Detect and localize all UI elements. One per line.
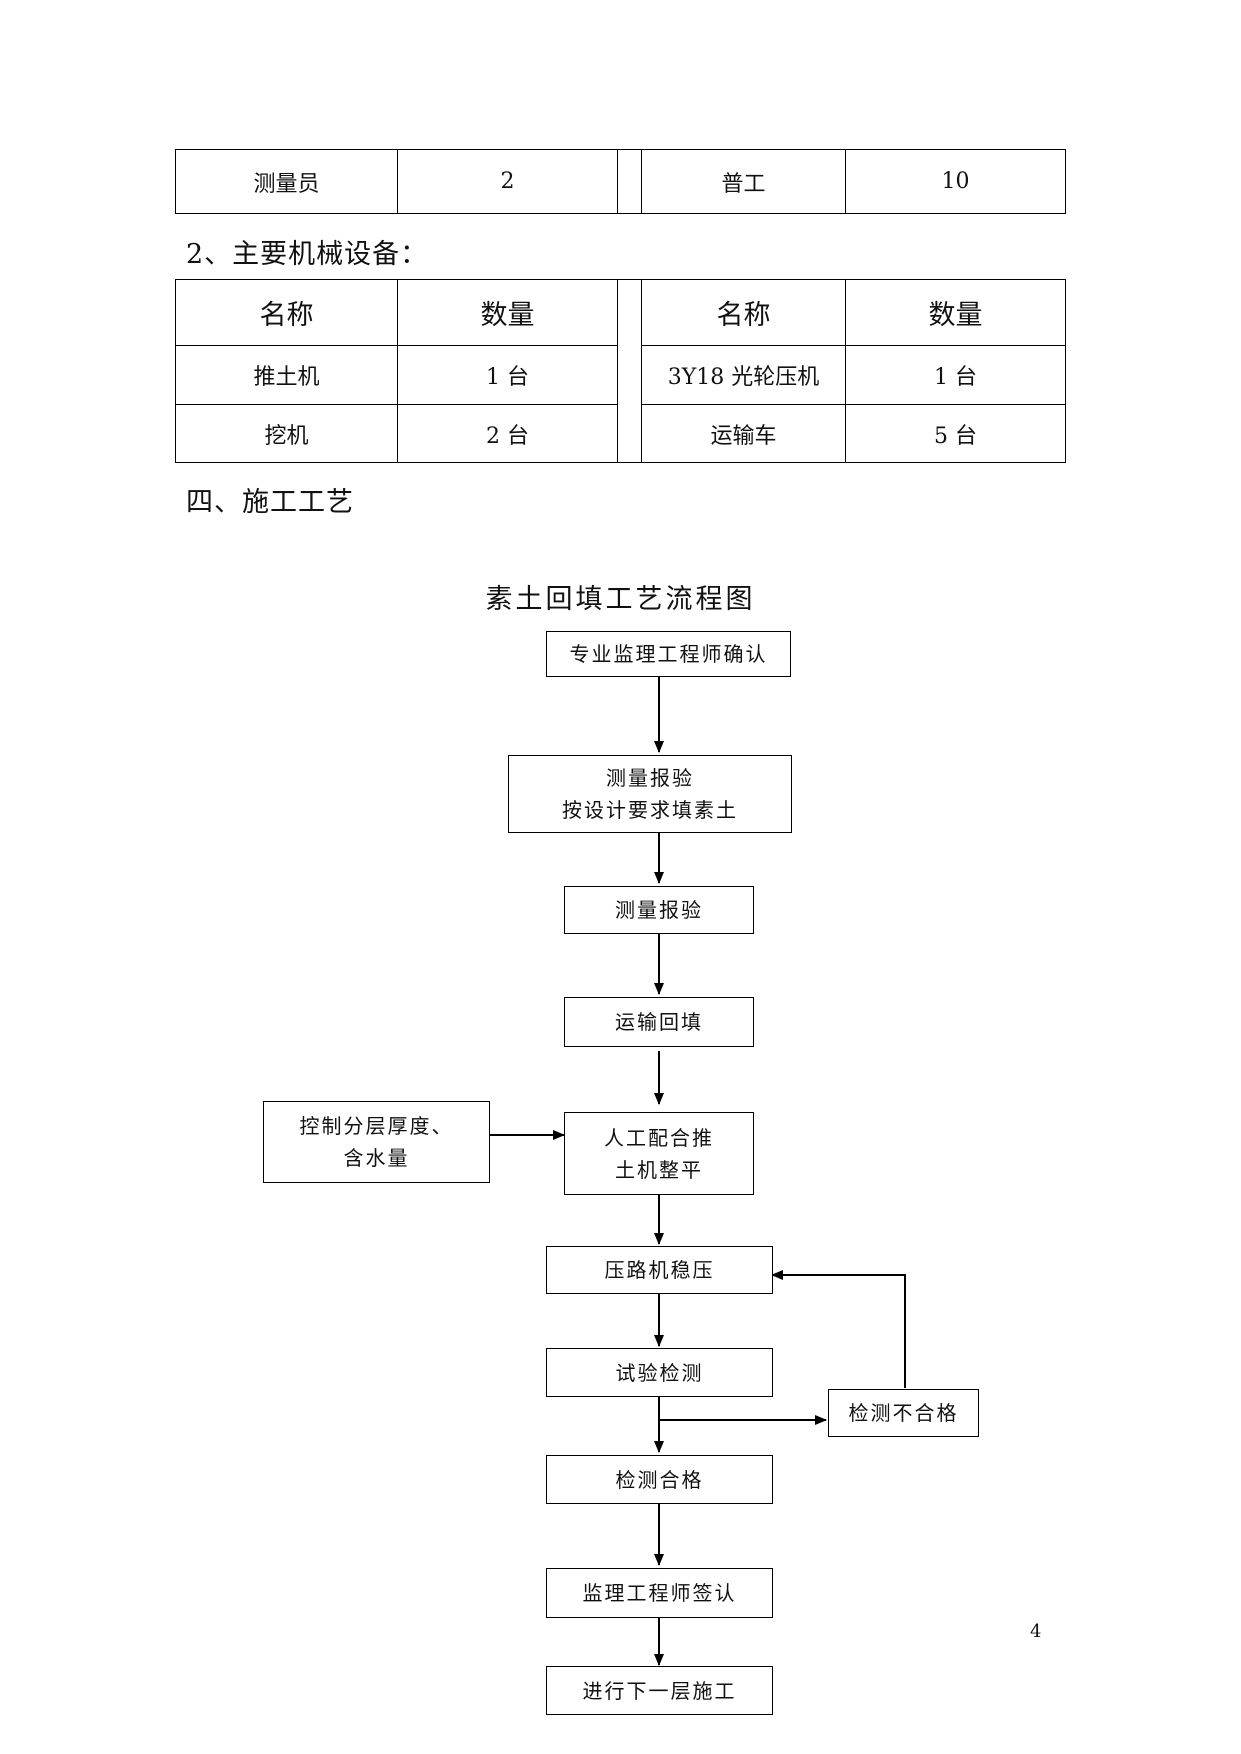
- table-row: 测量员 2 普工 10: [175, 149, 1066, 214]
- table-cell: 2: [397, 149, 618, 214]
- table-row: 推土机 1 台 3Y18 光轮压机 1 台: [175, 345, 1066, 405]
- flow-node-manual-level: 人工配合推 土机整平: [564, 1112, 754, 1195]
- flow-node-engineer-sign: 监理工程师签认: [546, 1568, 773, 1618]
- table-cell: 10: [845, 149, 1066, 214]
- personnel-table: 测量员 2 普工 10: [175, 149, 1066, 214]
- column-header: 名称: [175, 279, 398, 346]
- flow-node-text: 测量报验: [615, 898, 703, 922]
- flow-node-text: 运输回填: [615, 1010, 703, 1034]
- flow-node-text: 试验检测: [615, 1360, 704, 1385]
- flow-node-inspect-fail: 检测不合格: [828, 1389, 979, 1437]
- column-header: 数量: [397, 279, 618, 346]
- table-cell: 挖机: [175, 404, 398, 463]
- table-cell: 1 台: [397, 345, 618, 405]
- table-cell: 测量员: [175, 149, 398, 214]
- table-cell: 普工: [641, 149, 846, 214]
- flow-node-text: 检测不合格: [848, 1401, 959, 1425]
- flow-node-survey-report: 测量报验: [564, 886, 754, 934]
- table-cell: 3Y18 光轮压机: [641, 345, 846, 405]
- flow-node-text: 控制分层厚度、: [299, 1114, 454, 1138]
- flow-node-supervisor-confirm: 专业监理工程师确认: [546, 631, 791, 677]
- flow-node-text: 按设计要求填素土: [562, 798, 738, 822]
- column-header: 名称: [641, 279, 846, 346]
- table-row: 挖机 2 台 运输车 5 台: [175, 404, 1066, 463]
- equipment-heading: 2、主要机械设备：: [186, 239, 429, 270]
- table-cell: 5 台: [845, 404, 1066, 463]
- table-cell: 2 台: [397, 404, 618, 463]
- equipment-table: 名称 数量 名称 数量 推土机 1 台 3Y18 光轮压机 1 台 挖机 2 台…: [175, 279, 1066, 463]
- table-header-row: 名称 数量 名称 数量: [175, 279, 1066, 463]
- flow-node-inspect-pass: 检测合格: [546, 1455, 773, 1504]
- feedback-connector: [771, 1270, 906, 1388]
- flowchart-title: 素土回填工艺流程图: [485, 584, 756, 615]
- flow-node-text: 含水量: [343, 1146, 410, 1170]
- flow-node-roller-compact: 压路机稳压: [546, 1246, 773, 1294]
- flow-node-control-layer: 控制分层厚度、 含水量: [263, 1101, 490, 1183]
- flow-node-text: 土机整平: [615, 1157, 703, 1182]
- flow-node-text: 测量报验: [606, 766, 694, 790]
- column-header: 数量: [845, 279, 1066, 346]
- flow-node-text: 监理工程师签认: [582, 1581, 737, 1605]
- table-cell: 推土机: [175, 345, 398, 405]
- flow-node-text: 人工配合推: [604, 1125, 714, 1150]
- flow-node-survey-fill: 测量报验 按设计要求填素土: [508, 755, 792, 833]
- flow-node-text: 压路机稳压: [604, 1258, 715, 1282]
- flow-node-next-layer: 进行下一层施工: [546, 1666, 773, 1715]
- flow-node-text: 进行下一层施工: [582, 1678, 737, 1703]
- flow-node-text: 专业监理工程师确认: [569, 642, 768, 666]
- table-cell: 运输车: [641, 404, 846, 463]
- process-heading: 四、施工工艺: [186, 487, 354, 518]
- flow-node-test-inspect: 试验检测: [546, 1348, 773, 1397]
- page-number: 4: [1030, 1621, 1042, 1642]
- flow-node-transport-backfill: 运输回填: [564, 997, 754, 1047]
- flow-node-text: 检测合格: [615, 1467, 704, 1492]
